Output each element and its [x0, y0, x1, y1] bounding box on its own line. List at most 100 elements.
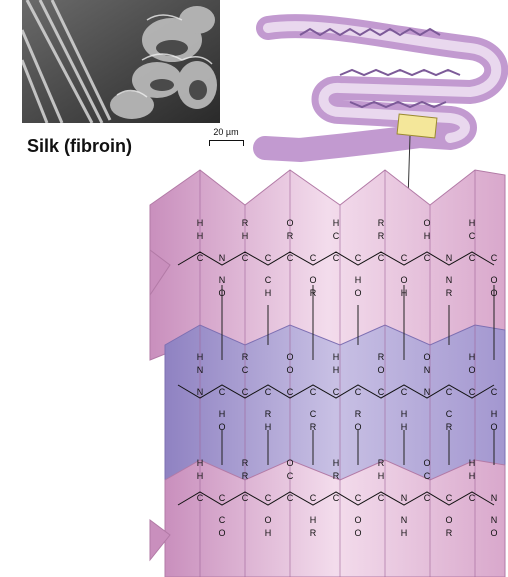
atom-label: H: [242, 231, 249, 241]
atom-label: C: [469, 387, 476, 397]
atom-label: H: [469, 218, 476, 228]
atom-label: C: [401, 387, 408, 397]
atom-label: O: [490, 288, 497, 298]
atom-label: R: [378, 231, 385, 241]
atom-label: R: [378, 218, 385, 228]
atom-label: N: [424, 365, 431, 375]
atom-label: R: [242, 471, 249, 481]
atom-label: R: [242, 218, 249, 228]
atom-label: H: [491, 409, 498, 419]
atom-label: C: [401, 253, 408, 263]
atom-label: C: [333, 493, 340, 503]
atom-label: O: [445, 515, 452, 525]
atom-label: H: [401, 288, 408, 298]
atom-label: O: [286, 218, 293, 228]
atom-label: C: [265, 275, 272, 285]
atom-label: H: [197, 231, 204, 241]
atom-label: C: [469, 253, 476, 263]
atom-label: O: [309, 275, 316, 285]
atom-label: C: [491, 387, 498, 397]
atom-label: H: [197, 471, 204, 481]
atom-label: H: [219, 409, 226, 419]
atom-label: O: [286, 458, 293, 468]
atom-label: R: [446, 528, 453, 538]
atom-label: O: [218, 288, 225, 298]
atom-label: N: [219, 253, 226, 263]
atom-label: O: [354, 528, 361, 538]
atom-label: H: [197, 218, 204, 228]
atom-label: R: [378, 352, 385, 362]
atom-label: H: [197, 352, 204, 362]
atom-label: C: [446, 387, 453, 397]
atom-label: C: [287, 387, 294, 397]
atom-label: N: [446, 253, 453, 263]
atom-label: O: [490, 422, 497, 432]
atom-label: O: [468, 365, 475, 375]
highlight-box: [397, 114, 437, 138]
atom-label: C: [265, 493, 272, 503]
atom-label: O: [286, 352, 293, 362]
atom-label: N: [219, 275, 226, 285]
atom-label: C: [197, 253, 204, 263]
atom-label: C: [310, 387, 317, 397]
atom-label: R: [378, 458, 385, 468]
atom-label: C: [197, 493, 204, 503]
atom-label: C: [287, 471, 294, 481]
atom-label: R: [287, 231, 294, 241]
atom-label: O: [423, 352, 430, 362]
atom-label: C: [333, 231, 340, 241]
atom-label: C: [287, 253, 294, 263]
atom-label: C: [219, 387, 226, 397]
atom-label: H: [265, 528, 272, 538]
atom-label: O: [354, 288, 361, 298]
atom-label: O: [354, 422, 361, 432]
atom-label: N: [401, 493, 408, 503]
atom-label: O: [218, 422, 225, 432]
atom-label: O: [264, 515, 271, 525]
atom-label: O: [218, 528, 225, 538]
atom-label: O: [423, 218, 430, 228]
atom-label: N: [491, 515, 498, 525]
atom-label: O: [354, 515, 361, 525]
atom-label: H: [401, 528, 408, 538]
atom-label: R: [310, 422, 317, 432]
atom-label: H: [424, 231, 431, 241]
atom-label: H: [265, 422, 272, 432]
atom-label: C: [446, 409, 453, 419]
atom-label: R: [242, 458, 249, 468]
atom-label: R: [446, 422, 453, 432]
atom-label: R: [355, 409, 362, 419]
atom-label: C: [333, 387, 340, 397]
atom-label: H: [333, 352, 340, 362]
atom-label: C: [219, 493, 226, 503]
atom-label: C: [378, 253, 385, 263]
atom-label: C: [265, 253, 272, 263]
atom-label: H: [333, 365, 340, 375]
atom-label: H: [378, 471, 385, 481]
atom-label: R: [446, 288, 453, 298]
atom-label: H: [333, 218, 340, 228]
atom-label: C: [265, 387, 272, 397]
atom-label: O: [400, 275, 407, 285]
atom-label: N: [424, 387, 431, 397]
atom-label: C: [242, 387, 249, 397]
atom-label: C: [242, 365, 249, 375]
atom-label: C: [424, 253, 431, 263]
atom-label: N: [491, 493, 498, 503]
atom-label: H: [469, 352, 476, 362]
atom-label: R: [333, 471, 340, 481]
atom-label: C: [287, 493, 294, 503]
atom-label: R: [310, 528, 317, 538]
atom-label: C: [310, 253, 317, 263]
atom-label: H: [469, 471, 476, 481]
atom-label: R: [310, 288, 317, 298]
atom-label: N: [197, 365, 204, 375]
atom-label: H: [401, 409, 408, 419]
atom-label: H: [333, 458, 340, 468]
atom-label: H: [401, 422, 408, 432]
atom-label: H: [469, 458, 476, 468]
atom-label: H: [197, 458, 204, 468]
atom-label: C: [446, 493, 453, 503]
atom-label: C: [355, 253, 362, 263]
